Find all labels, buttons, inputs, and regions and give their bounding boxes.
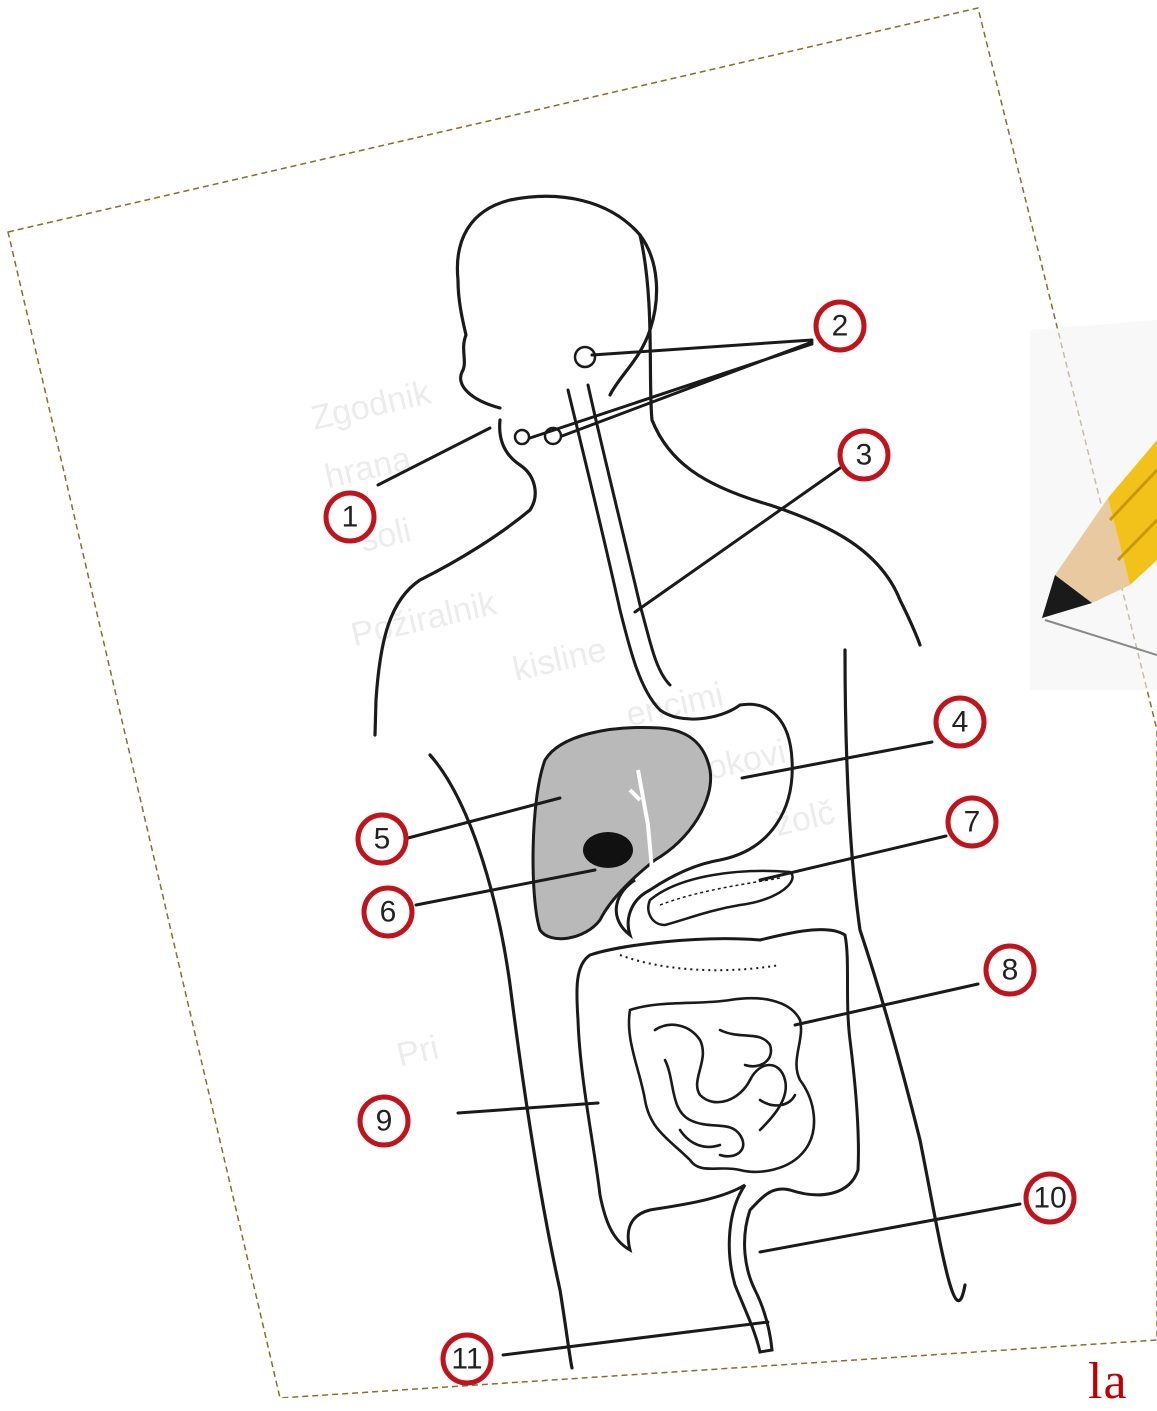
corner-title-fragment: la (1088, 1352, 1128, 1411)
svg-text:9: 9 (376, 1105, 393, 1138)
svg-text:encimi: encimi (622, 675, 726, 734)
gallbladder (583, 832, 633, 868)
svg-text:Pri: Pri (393, 1028, 442, 1074)
callout-5: 5 (358, 815, 406, 863)
large-intestine (577, 930, 859, 1352)
callout-3: 3 (840, 431, 888, 479)
small-intestine (629, 998, 814, 1172)
svg-text:5: 5 (374, 823, 391, 856)
pencil-icon (1030, 320, 1157, 690)
callout-4: 4 (936, 698, 984, 746)
callout-1: 1 (326, 493, 374, 541)
svg-text:2: 2 (832, 310, 849, 343)
svg-text:8: 8 (1002, 954, 1019, 987)
callout-6: 6 (364, 888, 412, 936)
dashed-card-frame (8, 8, 1157, 1398)
svg-text:6: 6 (380, 896, 397, 929)
svg-text:1: 1 (342, 501, 359, 534)
svg-text:4: 4 (952, 706, 969, 739)
svg-text:11: 11 (451, 1343, 482, 1376)
svg-text:10: 10 (1033, 1182, 1066, 1215)
svg-text:7: 7 (964, 806, 981, 839)
background-text: Zgodnik hrana soli Požiralnik kisline en… (249, 306, 870, 1075)
svg-text:Požiralnik: Požiralnik (347, 584, 500, 654)
callout-7: 7 (948, 798, 996, 846)
svg-text:hrana: hrana (321, 440, 414, 497)
callout-9: 9 (360, 1097, 408, 1145)
svg-text:3: 3 (856, 439, 873, 472)
callout-8: 8 (986, 946, 1034, 994)
svg-text:kisline: kisline (509, 630, 610, 688)
svg-text:Zgodnik: Zgodnik (308, 373, 435, 437)
callout-2: 2 (816, 302, 864, 350)
callout-11: 11 (443, 1335, 491, 1383)
callout-10: 10 (1026, 1174, 1074, 1222)
